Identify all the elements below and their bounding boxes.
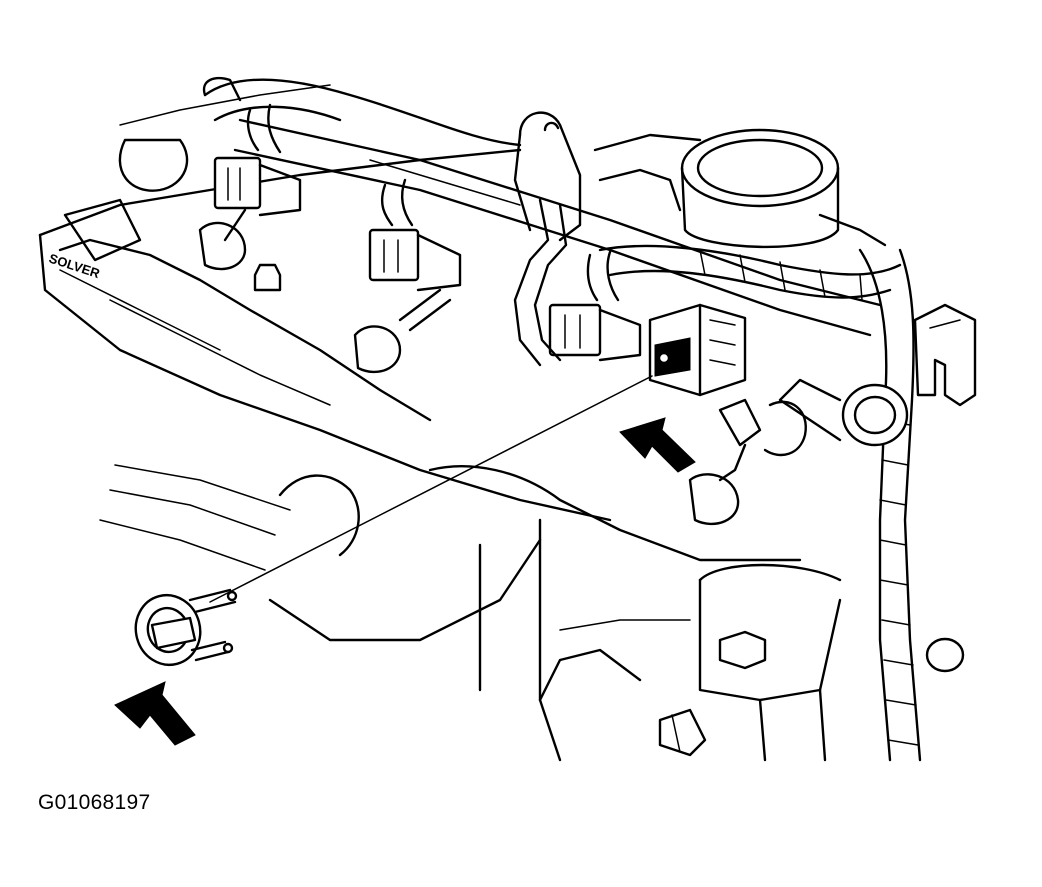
upper-left-housing <box>118 76 282 292</box>
valve-cover: SOLVER <box>38 84 612 522</box>
injector-4 <box>688 398 807 526</box>
throttle-body <box>593 128 887 249</box>
bracket <box>513 111 582 367</box>
leader-line <box>209 375 653 603</box>
lower-column <box>538 563 965 762</box>
injector-3 <box>548 250 642 362</box>
figure-id-label: G01068197 <box>38 791 151 814</box>
right-clip <box>913 303 977 407</box>
arrow-icon <box>114 681 196 746</box>
hose-fitting <box>778 378 909 447</box>
injector-1 <box>198 103 302 271</box>
lower-manifold <box>99 464 802 762</box>
arrow-icon <box>619 417 696 473</box>
electrical-connector <box>648 303 747 397</box>
fuel-rail <box>233 118 882 337</box>
sensor-component <box>134 588 238 667</box>
injector-2 <box>353 178 462 374</box>
